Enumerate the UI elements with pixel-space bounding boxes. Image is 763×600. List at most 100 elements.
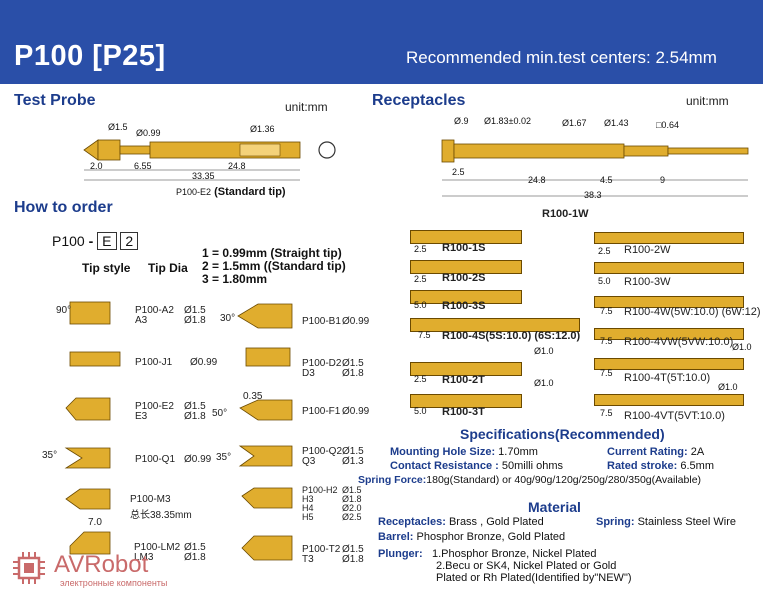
mat-receptacles-key: Receptacles:: [378, 516, 446, 528]
rec-l5: 38.3: [584, 190, 602, 200]
rr-label-2: R100-4W(5W:10.0) (6W:12): [624, 306, 761, 318]
rr-dim-4: 7.5: [600, 368, 613, 378]
rl-label-1: R100-2S: [442, 272, 486, 284]
tip-drawings-left: [64, 301, 121, 555]
rl-label-3: R100-4S(5S:10.0) (6S:12.0): [442, 330, 581, 342]
tip-a-angle: 90°: [56, 305, 72, 316]
rl-dim-5: 5.0: [414, 406, 427, 416]
tip-j-code: P100-J1: [135, 357, 173, 368]
mat-spring-key: Spring:: [596, 516, 635, 528]
tip-q2-angle: 35°: [216, 452, 232, 463]
spec-current: Current Rating: 2A: [607, 446, 704, 458]
order-tip-dia: Tip Dia: [148, 261, 188, 275]
rr-dia-3: Ø1.0: [732, 342, 752, 352]
probe-unit: unit:mm: [285, 100, 328, 114]
rr-dim-1: 5.0: [598, 276, 611, 286]
tip-b1-angle: 30°: [220, 313, 236, 324]
tip-q1-code: P100-Q1: [135, 454, 176, 465]
tip-lm-dia: Ø1.5 Ø1.8: [184, 542, 206, 563]
tip-h-code: P100-H2 H3 H4 H5: [302, 485, 338, 522]
order-prefix: P100: [52, 233, 85, 249]
tip-lm-code: P100-LM2 LM3: [134, 542, 181, 563]
spec-force: Spring Force:180g(Standard) or 40g/90g/1…: [358, 474, 701, 486]
probe-d3: Ø1.36: [250, 124, 275, 134]
tip-m3-len: 7.0: [88, 517, 102, 528]
test-probe-title: Test Probe: [14, 92, 96, 109]
order-options: 1 = 0.99mm (Straight tip) 2 = 1.5mm ((St…: [202, 247, 346, 286]
spec-current-key: Current Rating:: [607, 446, 688, 458]
rec-l1: 2.5: [452, 167, 465, 177]
chip-logo-icon: [13, 552, 45, 584]
spec-force-value: 180g(Standard) or 40g/90g/120g/250g/280/…: [426, 474, 702, 486]
order-opt3: 3 = 1.80mm: [202, 272, 268, 286]
rec-d2: Ø1.83±0.02: [484, 116, 531, 126]
rr-dia-5: Ø1.0: [718, 382, 738, 392]
mat-barrel-key: Barrel:: [378, 531, 414, 543]
spec-contact: Contact Resistance : 50milli ohms: [390, 460, 563, 472]
spec-stroke: Rated stroke: 6.5mm: [607, 460, 714, 472]
rr-label-0: R100-2W: [624, 244, 671, 256]
probe-caption-code: P100-E2: [176, 187, 212, 197]
tip-a-dia: Ø1.5 Ø1.8: [184, 305, 206, 326]
spec-force-key: Spring Force:: [358, 474, 427, 486]
rl-dim-0: 2.5: [414, 244, 427, 254]
receptacles-title: Receptacles: [372, 92, 466, 109]
tip-q1-angle: 35°: [42, 450, 58, 461]
probe-l4: 33.35: [192, 171, 215, 181]
page-title: P100 [P25]: [14, 40, 166, 72]
tip-f1-angle: 50°: [212, 408, 228, 419]
mat-receptacles: Receptacles: Brass , Gold Plated: [378, 516, 544, 528]
recommended-label: Recommended min.test centers:: [406, 48, 651, 67]
tip-q1-dia: Ø0.99: [184, 454, 212, 465]
rl-dia-5: Ø1.0: [534, 378, 554, 388]
tip-b1-dia: Ø0.99: [342, 316, 370, 327]
spec-stroke-value: 6.5mm: [680, 460, 714, 472]
tip-f1-code: P100-F1: [302, 406, 341, 417]
order-box1: E: [97, 232, 117, 250]
rr-dim-2: 7.5: [600, 306, 613, 316]
mat-barrel: Barrel: Phosphor Bronze, Gold Plated: [378, 531, 565, 543]
probe-l1: 2.0: [90, 161, 103, 171]
mat-receptacles-value: Brass , Gold Plated: [448, 516, 544, 528]
rl-label-2: R100-3S: [442, 300, 486, 312]
probe-caption-text: (Standard tip): [214, 186, 286, 198]
mat-plunger-values: 1.Phosphor Bronze, Nickel Plated 2.Becu …: [432, 548, 632, 584]
probe-caption: P100-E2 (Standard tip): [176, 186, 286, 198]
tip-h-dia: Ø1.5 Ø1.8 Ø2.0 Ø2.5: [342, 485, 362, 522]
specs-title: Specifications(Recommended): [460, 426, 665, 442]
logo-name: AVRobot: [54, 551, 149, 578]
rr-label-4: R100-4T(5T:10.0): [624, 372, 711, 384]
receptacle-drawing: [441, 139, 749, 197]
rl-dim-2: 5.0: [414, 300, 427, 310]
how-to-order-title: How to order: [14, 199, 113, 216]
rec-d1: Ø.9: [454, 116, 469, 126]
spec-contact-value: 50milli ohms: [501, 460, 564, 472]
recommended-centers: Recommended min.test centers: 2.54mm: [406, 48, 717, 68]
rr-label-1: R100-3W: [624, 276, 671, 288]
mat-spring-value: Stainless Steel Wire: [637, 516, 736, 528]
rl-label-4: R100-2T: [442, 374, 485, 386]
receptacle-unit: unit:mm: [686, 94, 729, 108]
spec-stroke-key: Rated stroke:: [607, 460, 678, 472]
tip-a-code: P100-A2 A3: [135, 305, 174, 326]
tip-t-dia: Ø1.5 Ø1.8: [342, 544, 364, 565]
probe-d1: Ø1.5: [108, 122, 128, 132]
mat-plunger: Plunger:: [378, 548, 423, 560]
rec-l2: 24.8: [528, 175, 546, 185]
order-tip-style: Tip style: [82, 261, 131, 275]
spec-mounting: Mounting Hole Size: 1.70mm: [390, 446, 538, 458]
rec-l3: 4.5: [600, 175, 613, 185]
rr-dim-5: 7.5: [600, 408, 613, 418]
tip-t-code: P100-T2 T3: [302, 544, 341, 565]
tip-drawings-right: [237, 303, 293, 561]
tip-q2-code: P100-Q2 Q3: [302, 446, 343, 467]
mat-barrel-value: Phosphor Bronze, Gold Plated: [416, 531, 566, 543]
mat-spring: Spring: Stainless Steel Wire: [596, 516, 736, 528]
rr-label-3: R100-4VW(5VW:10.0): [624, 336, 734, 348]
tip-m3-dia: 总长38.35mm: [130, 510, 192, 521]
rr-dim-3: 7.5: [600, 336, 613, 346]
rec-caption: R100-1W: [542, 208, 589, 220]
mat-plunger-1: 1.Phosphor Bronze, Nickel Plated: [432, 548, 597, 560]
tip-e-code: P100-E2 E3: [135, 401, 174, 422]
order-opt2: 2 = 1.5mm ((Standard tip): [202, 259, 346, 273]
